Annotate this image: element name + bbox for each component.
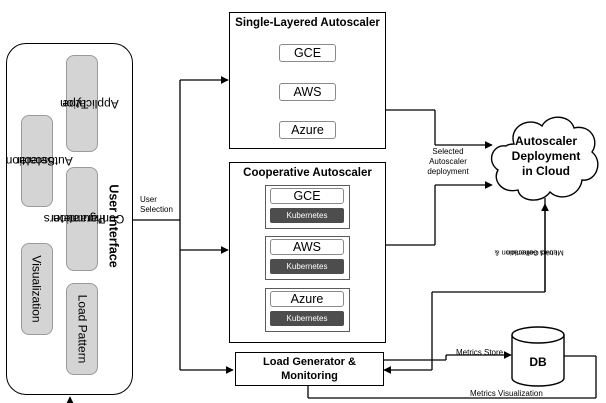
coop-azure: Azure xyxy=(270,291,344,307)
load-generator-box[interactable]: Load Generator & Monitoring xyxy=(235,352,384,386)
load-metrics-label: Load Generation &Metrics collection xyxy=(494,248,564,258)
cloud-shape xyxy=(490,116,599,201)
db-cylinder xyxy=(511,326,565,387)
single-azure[interactable]: Azure xyxy=(279,121,336,139)
coop-aws-kubernetes: Kubernetes xyxy=(270,259,344,274)
single-layered-autoscaler-title: Single-Layered Autoscaler xyxy=(235,17,380,29)
cloud-label: Autoscaler Deployment in Cloud xyxy=(511,134,581,178)
db-label: DB xyxy=(529,355,547,369)
user-interface-title: User Interface xyxy=(107,184,121,268)
coop-gce-kubernetes: Kubernetes xyxy=(270,208,344,223)
coop-azure-kubernetes: Kubernetes xyxy=(270,311,344,326)
load-pattern-box[interactable]: Load Pattern xyxy=(66,283,98,375)
single-aws[interactable]: AWS xyxy=(279,83,336,101)
selected-deployment-label: Selected Autoscaler deployment xyxy=(427,147,469,176)
single-gce[interactable]: GCE xyxy=(279,44,336,62)
coop-aws: AWS xyxy=(270,239,344,255)
metrics-store-label: Metrics Store xyxy=(456,348,504,357)
visualization-box[interactable]: Visualization xyxy=(21,243,53,335)
coop-gce: GCE xyxy=(270,188,344,204)
metrics-visualization-label: Metrics Visualization xyxy=(470,389,543,398)
user-selection-label: User Selection xyxy=(140,195,173,214)
cooperative-autoscaler-title: Cooperative Autoscaler xyxy=(243,167,372,179)
